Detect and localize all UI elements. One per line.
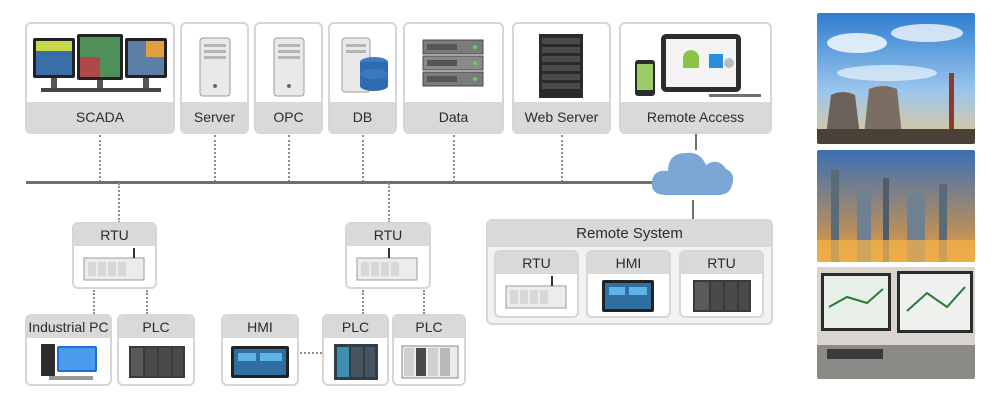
plc-node-middle-1: PLC xyxy=(322,314,389,386)
cloud-link xyxy=(692,200,694,220)
db-label: DB xyxy=(330,102,395,132)
rtu-node-middle: RTU xyxy=(345,222,431,289)
remote-access-link xyxy=(695,134,697,150)
rtu-label: RTU xyxy=(681,252,762,274)
connector xyxy=(93,290,95,314)
connector xyxy=(362,290,364,314)
connector xyxy=(453,135,455,182)
connector xyxy=(288,135,290,182)
rtu-label: RTU xyxy=(74,224,155,246)
database-icon xyxy=(330,24,395,102)
plc-node-left: PLC xyxy=(117,314,195,386)
rtu-device-icon xyxy=(74,246,155,287)
data-acquisition-node: Data Acquistion xyxy=(403,22,504,134)
industrial-pc-label: Industrial PC xyxy=(27,316,110,338)
scada-node: SCADA xyxy=(25,22,175,134)
remote-rtu-node-2: RTU xyxy=(679,250,764,318)
server-label: Server xyxy=(182,102,247,132)
opc-label: OPC xyxy=(256,102,321,132)
connector xyxy=(388,183,390,223)
scada-label: SCADA xyxy=(27,102,173,132)
connector xyxy=(362,135,364,182)
connector xyxy=(99,135,101,182)
monitor-wall-icon xyxy=(27,24,173,102)
rtu-label: RTU xyxy=(496,252,577,274)
industrial-pc-node: Industrial PC xyxy=(25,314,112,386)
hmi-label: HMI xyxy=(223,316,297,338)
control-room-photo xyxy=(817,267,975,379)
plc-label: PLC xyxy=(119,316,193,338)
plc-module-icon xyxy=(119,338,193,384)
remote-system-title: Remote System xyxy=(488,221,771,247)
rack-server-icon xyxy=(405,24,502,102)
remote-rtu-node-1: RTU xyxy=(494,250,579,318)
hmi-label: HMI xyxy=(588,252,669,274)
connector xyxy=(561,135,563,182)
rtu-device-icon xyxy=(496,274,577,316)
refinery-photo xyxy=(817,150,975,262)
web-server-label: Web Server xyxy=(514,102,609,132)
remote-access-node: Remote Access xyxy=(619,22,772,134)
tablet-phone-icon xyxy=(621,24,770,102)
hmi-node: HMI xyxy=(221,314,299,386)
connector xyxy=(423,290,425,314)
remote-hmi-node: HMI xyxy=(586,250,671,318)
plc-node-middle-2: PLC xyxy=(392,314,466,386)
hmi-panel-icon xyxy=(223,338,297,384)
connector xyxy=(214,135,216,182)
rack-server-icon xyxy=(514,24,609,102)
connector xyxy=(300,352,322,354)
plc-label: PLC xyxy=(324,316,387,338)
desktop-pc-icon xyxy=(27,338,110,384)
rtu-label: RTU xyxy=(347,224,429,246)
remote-access-label: Remote Access xyxy=(621,102,770,132)
plc-module-icon xyxy=(324,338,387,384)
server-tower-icon xyxy=(256,24,321,102)
server-tower-icon xyxy=(182,24,247,102)
network-bus xyxy=(26,181,666,184)
web-server-node: Web Server xyxy=(512,22,611,134)
opc-node: OPC xyxy=(254,22,323,134)
plc-module-icon xyxy=(681,274,762,316)
rtu-device-icon xyxy=(347,246,429,287)
connector xyxy=(118,183,120,223)
plc-label: PLC xyxy=(394,316,464,338)
db-node: DB xyxy=(328,22,397,134)
connector xyxy=(146,290,148,314)
cloud-icon xyxy=(648,143,736,203)
rtu-node-left: RTU xyxy=(72,222,157,289)
hmi-panel-icon xyxy=(588,274,669,316)
data-acquisition-label: Data Acquistion xyxy=(405,102,502,132)
plc-module-icon xyxy=(394,338,464,384)
server-node: Server xyxy=(180,22,249,134)
power-plant-photo xyxy=(817,13,975,144)
